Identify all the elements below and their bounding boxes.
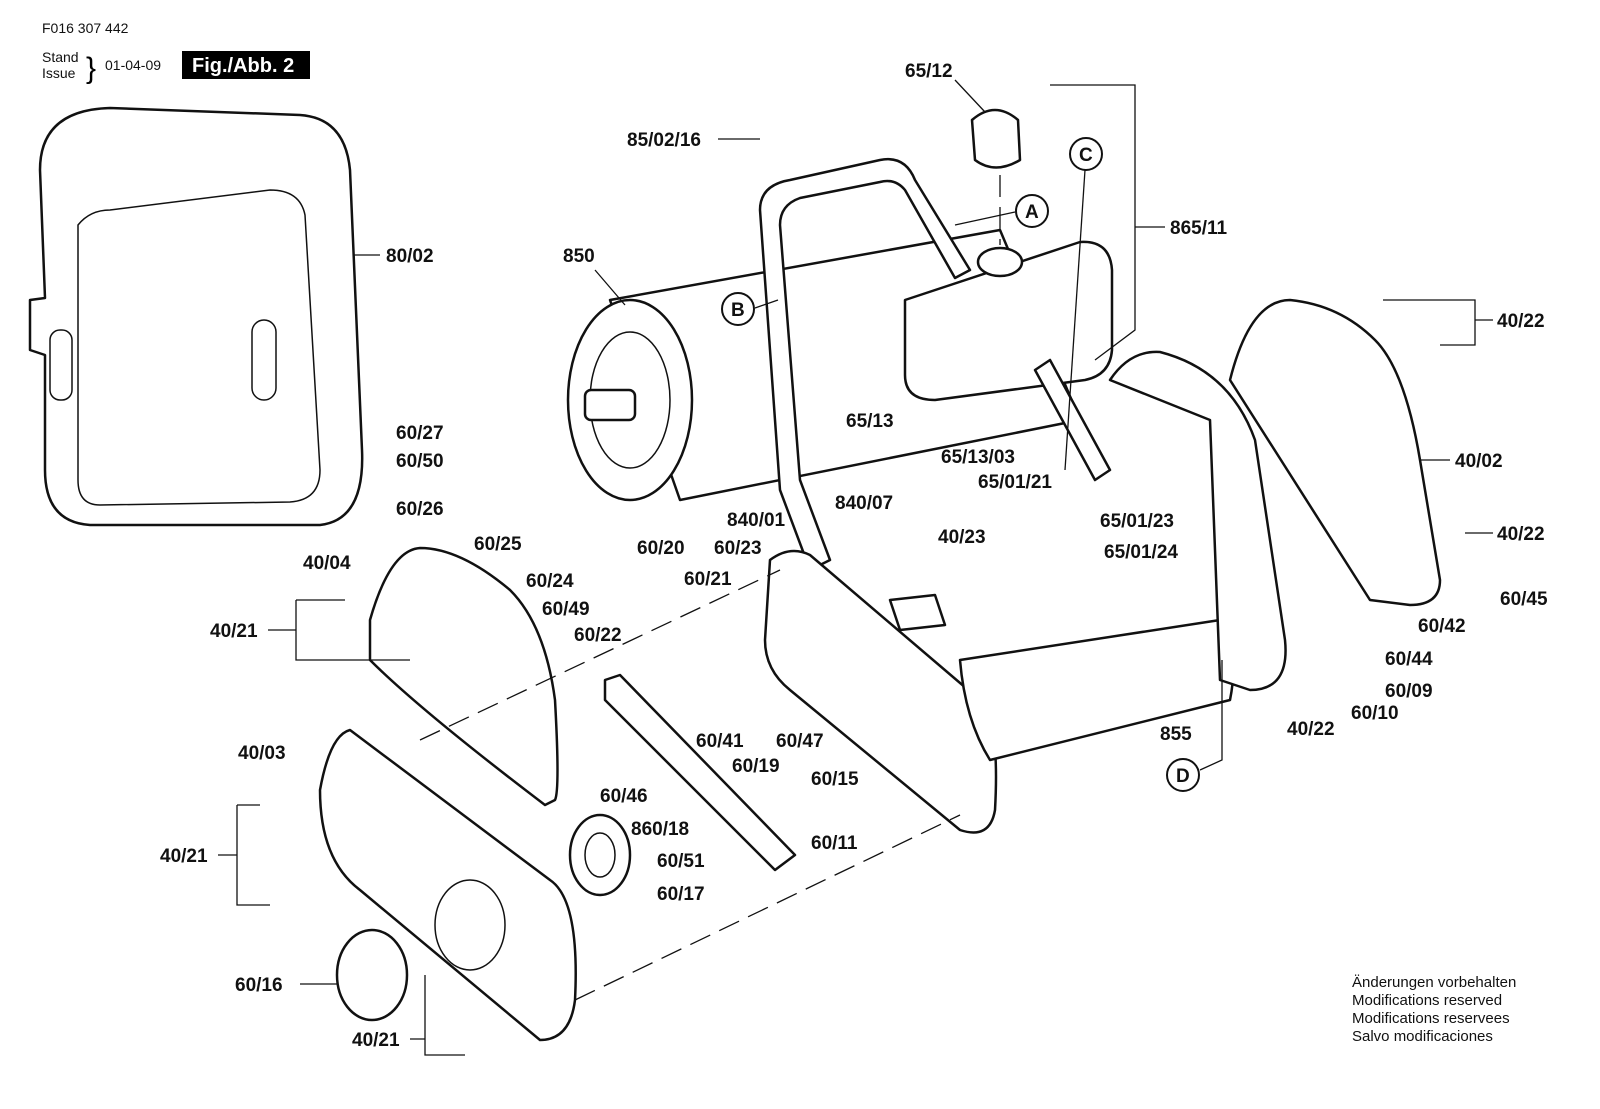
label-60-26: 60/26 [396,499,444,520]
cutting-cylinder-855 [958,618,1235,762]
label-40-22-a: 40/22 [1497,311,1545,332]
label-60-20: 60/20 [637,538,685,559]
side-plate-right [1108,350,1287,692]
figure-label: Fig./Abb. 2 [192,55,294,77]
label-40-21-b: 40/21 [160,846,208,867]
cap-65-12 [970,108,1022,169]
label-60-24: 60/24 [526,571,574,592]
label-850: 850 [563,246,595,267]
label-40-04: 40/04 [303,553,351,574]
label-60-42: 60/42 [1418,616,1466,637]
label-85-02-16: 85/02/16 [627,130,701,151]
label-65-12: 65/12 [905,61,953,82]
label-60-15: 60/15 [811,769,859,790]
tank [903,240,1114,402]
label-65-01-21: 65/01/21 [978,472,1052,493]
figure-badge [182,51,310,79]
callout-d: D [1176,766,1190,787]
label-60-44: 60/44 [1385,649,1433,670]
label-60-10: 60/10 [1351,703,1399,724]
disc-60-16 [335,928,409,1022]
label-840-01: 840/01 [727,510,786,531]
label-40-21-a: 40/21 [210,621,258,642]
brace: } [86,52,96,85]
callout-b: B [731,300,745,321]
label-40-21-c: 40/21 [352,1030,400,1051]
label-80-02: 80/02 [386,246,434,267]
rail-860-18 [603,673,797,872]
leader-lines [218,79,1493,1056]
label-840-07: 840/07 [835,493,893,514]
label-60-22: 60/22 [574,625,622,646]
grass-box-cover-80-02 [28,106,364,527]
label-60-27: 60/27 [396,423,444,444]
callout-d-circle [1166,758,1200,792]
label-60-51: 60/51 [657,851,705,872]
footer-line-fr: Modifications reservees [1352,1010,1510,1027]
callout-c-circle [1069,137,1103,171]
bracket-840-07 [888,593,947,632]
label-40-22-b: 40/22 [1497,524,1545,545]
label-60-25: 60/25 [474,534,522,555]
cover-40-04 [368,546,559,807]
issue-label: Issue [42,65,76,81]
label-65-01-24: 65/01/24 [1104,542,1178,563]
label-60-16: 60/16 [235,975,283,996]
side-plate-840-01 [763,549,998,834]
handle-frame [758,157,1112,572]
label-65-13-03: 65/13/03 [941,447,1015,468]
callout-c: C [1079,145,1093,166]
stand-label: Stand [42,49,79,65]
footer-line-de: Änderungen vorbehalten [1352,974,1516,991]
label-40-22-c: 40/22 [1287,719,1335,740]
label-60-23: 60/23 [714,538,762,559]
label-855: 855 [1160,724,1192,745]
callout-a-circle [1015,194,1049,228]
label-60-45: 60/45 [1500,589,1548,610]
label-60-11: 60/11 [811,833,858,854]
label-60-09: 60/09 [1385,681,1433,702]
label-40-02: 40/02 [1455,451,1503,472]
label-40-23: 40/23 [938,527,986,548]
label-60-50: 60/50 [396,451,444,472]
label-60-41: 60/41 [696,731,744,752]
label-60-47: 60/47 [776,731,824,752]
callout-b-circle [721,292,755,326]
label-60-17: 60/17 [657,884,705,905]
label-860-18: 860/18 [631,819,689,840]
part-number: F016 307 442 [42,20,129,36]
callout-a: A [1025,202,1039,223]
label-865-11: 865/11 [1170,218,1227,239]
label-60-19: 60/19 [732,756,780,777]
washer-60-17 [568,813,632,897]
label-60-49: 60/49 [542,599,590,620]
label-65-01-23: 65/01/23 [1100,511,1174,532]
label-40-03: 40/03 [238,743,286,764]
label-60-46: 60/46 [600,786,648,807]
part-labels: 65/12 85/02/16 C A 865/11 80/02 850 B 40… [160,61,1548,1051]
cover-40-02 [1228,298,1442,607]
issue-date: 01-04-09 [105,57,161,73]
footer-line-en: Modifications reserved [1352,992,1502,1009]
label-65-13: 65/13 [846,411,894,432]
footer-line-es: Salvo modificaciones [1352,1028,1493,1045]
label-60-21: 60/21 [684,569,732,590]
